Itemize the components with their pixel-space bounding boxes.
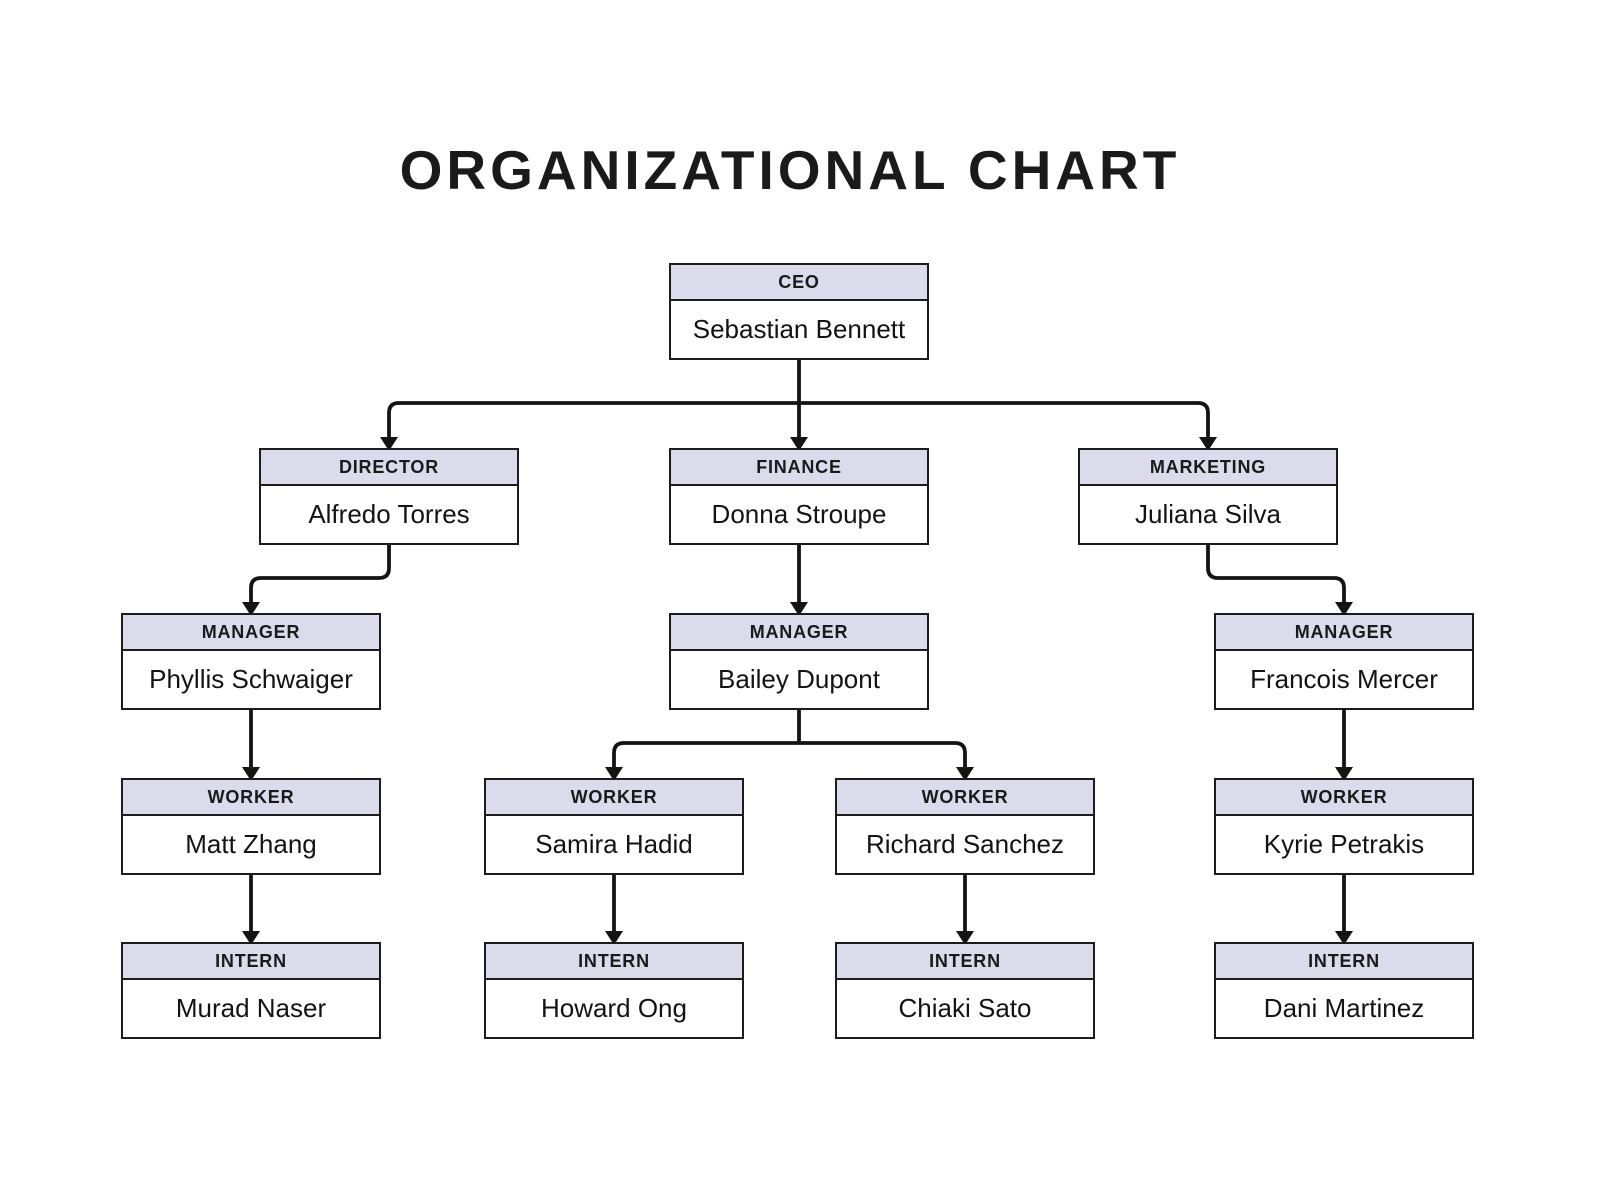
role-label: WORKER	[835, 778, 1095, 816]
person-name: Bailey Dupont	[669, 651, 929, 710]
person-name: Matt Zhang	[121, 816, 381, 875]
person-name: Alfredo Torres	[259, 486, 519, 545]
arrow-into-finance	[790, 437, 808, 451]
org-node-manager-marketing: MANAGER Francois Mercer	[1214, 613, 1474, 710]
arrow-into-marketing	[1199, 437, 1217, 451]
org-node-worker-finance-1: WORKER Samira Hadid	[484, 778, 744, 875]
connector-manager2-bar	[612, 741, 967, 770]
org-node-director: DIRECTOR Alfredo Torres	[259, 448, 519, 545]
arrow-into-manager1	[242, 602, 260, 616]
arrow-into-intern4	[1335, 931, 1353, 945]
role-label: DIRECTOR	[259, 448, 519, 486]
role-label: CEO	[669, 263, 929, 301]
connector-director-to-manager	[249, 545, 391, 605]
org-node-intern-finance-2: INTERN Chiaki Sato	[835, 942, 1095, 1039]
org-node-manager-director: MANAGER Phyllis Schwaiger	[121, 613, 381, 710]
org-node-worker-finance-2: WORKER Richard Sanchez	[835, 778, 1095, 875]
person-name: Kyrie Petrakis	[1214, 816, 1474, 875]
role-label: INTERN	[1214, 942, 1474, 980]
person-name: Donna Stroupe	[669, 486, 929, 545]
arrow-into-worker1	[242, 767, 260, 781]
role-label: FINANCE	[669, 448, 929, 486]
page-title: ORGANIZATIONAL CHART	[399, 139, 1181, 201]
arrow-into-manager3	[1335, 602, 1353, 616]
person-name: Sebastian Bennett	[669, 301, 929, 360]
role-label: INTERN	[835, 942, 1095, 980]
arrow-into-worker2	[605, 767, 623, 781]
person-name: Francois Mercer	[1214, 651, 1474, 710]
person-name: Dani Martinez	[1214, 980, 1474, 1039]
arrow-into-worker4	[1335, 767, 1353, 781]
person-name: Howard Ong	[484, 980, 744, 1039]
role-label: WORKER	[484, 778, 744, 816]
arrow-into-director	[380, 437, 398, 451]
role-label: MARKETING	[1078, 448, 1338, 486]
arrow-into-manager2	[790, 602, 808, 616]
person-name: Samira Hadid	[484, 816, 744, 875]
arrowheads	[242, 437, 1353, 945]
org-node-intern-finance-1: INTERN Howard Ong	[484, 942, 744, 1039]
org-node-worker-marketing: WORKER Kyrie Petrakis	[1214, 778, 1474, 875]
arrow-into-worker3	[956, 767, 974, 781]
org-node-finance: FINANCE Donna Stroupe	[669, 448, 929, 545]
role-label: MANAGER	[121, 613, 381, 651]
arrow-into-intern3	[956, 931, 974, 945]
person-name: Phyllis Schwaiger	[121, 651, 381, 710]
role-label: INTERN	[484, 942, 744, 980]
role-label: MANAGER	[669, 613, 929, 651]
connector-ceo-bar	[387, 401, 1210, 440]
person-name: Juliana Silva	[1078, 486, 1338, 545]
role-label: INTERN	[121, 942, 381, 980]
arrow-into-intern2	[605, 931, 623, 945]
role-label: WORKER	[1214, 778, 1474, 816]
org-node-intern-marketing: INTERN Dani Martinez	[1214, 942, 1474, 1039]
person-name: Murad Naser	[121, 980, 381, 1039]
org-node-ceo: CEO Sebastian Bennett	[669, 263, 929, 360]
connector-marketing-to-manager	[1206, 545, 1346, 605]
org-node-manager-finance: MANAGER Bailey Dupont	[669, 613, 929, 710]
org-node-intern-director: INTERN Murad Naser	[121, 942, 381, 1039]
org-node-worker-director: WORKER Matt Zhang	[121, 778, 381, 875]
role-label: MANAGER	[1214, 613, 1474, 651]
org-node-marketing: MARKETING Juliana Silva	[1078, 448, 1338, 545]
person-name: Chiaki Sato	[835, 980, 1095, 1039]
arrow-into-intern1	[242, 931, 260, 945]
role-label: WORKER	[121, 778, 381, 816]
person-name: Richard Sanchez	[835, 816, 1095, 875]
